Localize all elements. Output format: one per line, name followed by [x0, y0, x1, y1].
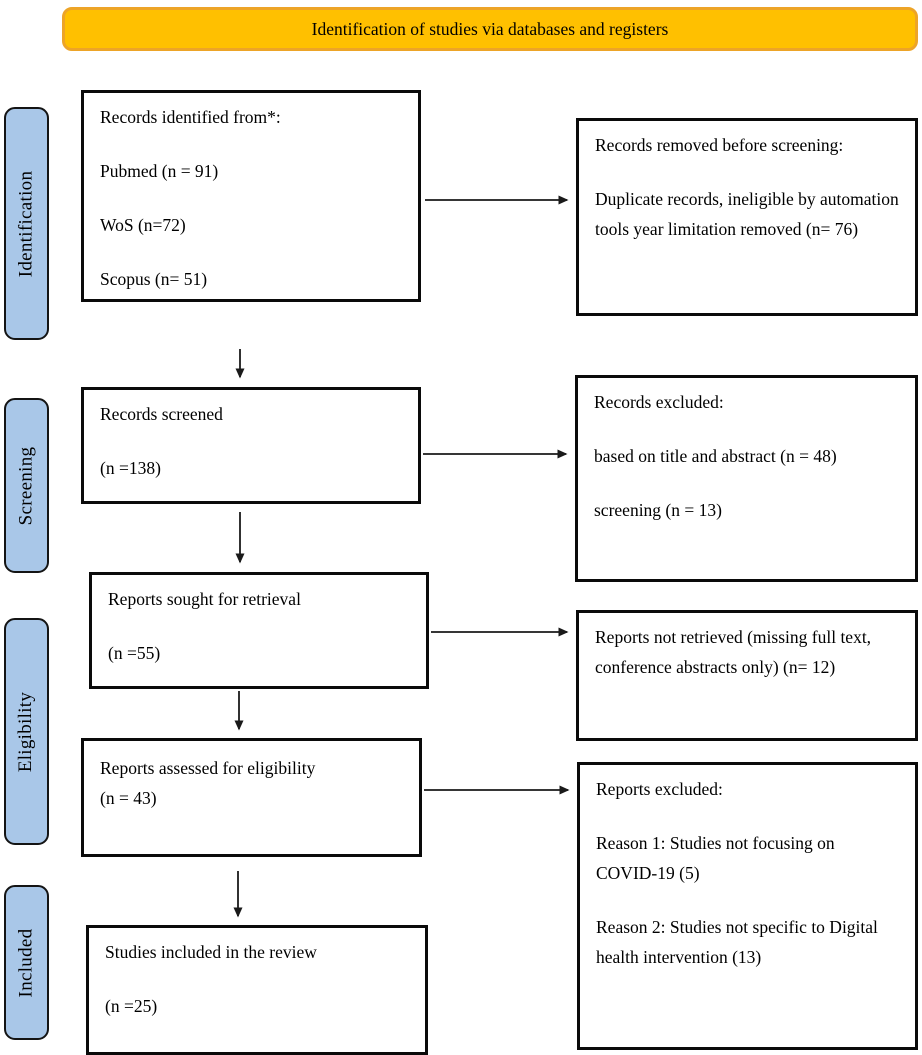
studies-included-count: (n =25) [105, 996, 158, 1016]
records-identified-pubmed: Pubmed (n = 91) [100, 161, 219, 181]
records-excluded-screening: screening (n = 13) [594, 500, 722, 520]
records-identified-scopus: Scopus (n= 51) [100, 269, 208, 289]
reports-not-retrieved-detail: Reports not retrieved (missing full text… [595, 627, 872, 677]
records-identified-heading: Records identified from*: [100, 107, 281, 127]
records-excluded-heading: Records excluded: [594, 392, 724, 412]
box-records-excluded: Records excluded: based on title and abs… [575, 375, 918, 582]
stage-label-included-text: Included [15, 928, 37, 997]
records-identified-wos: WoS (n=72) [100, 215, 186, 235]
stage-label-eligibility: Eligibility [4, 618, 49, 845]
reports-sought-heading: Reports sought for retrieval [108, 589, 301, 609]
reports-excluded-heading: Reports excluded: [596, 779, 723, 799]
reports-excluded-reason-1: Reason 1: Studies not focusing on COVID-… [596, 833, 835, 883]
reports-assessed-count: (n = 43) [100, 788, 157, 808]
stage-label-screening: Screening [4, 398, 49, 573]
reports-assessed-heading: Reports assessed for eligibility [100, 758, 316, 778]
records-removed-detail: Duplicate records, ineligible by automat… [595, 189, 899, 239]
box-records-identified: Records identified from*: Pubmed (n = 91… [81, 90, 421, 302]
records-removed-heading: Records removed before screening: [595, 135, 844, 155]
box-records-screened: Records screened (n =138) [81, 387, 421, 504]
banner-title: Identification of studies via databases … [62, 7, 918, 51]
box-studies-included: Studies included in the review (n =25) [86, 925, 428, 1055]
box-reports-sought: Reports sought for retrieval (n =55) [89, 572, 429, 689]
box-reports-not-retrieved: Reports not retrieved (missing full text… [576, 610, 918, 741]
reports-excluded-reason-2: Reason 2: Studies not specific to Digita… [596, 917, 878, 967]
reports-sought-count: (n =55) [108, 643, 161, 663]
records-screened-count: (n =138) [100, 458, 161, 478]
records-screened-heading: Records screened [100, 404, 223, 424]
studies-included-heading: Studies included in the review [105, 942, 317, 962]
records-excluded-title-abstract: based on title and abstract (n = 48) [594, 446, 837, 466]
box-reports-assessed: Reports assessed for eligibility (n = 43… [81, 738, 422, 857]
stage-label-identification: Identification [4, 107, 49, 340]
stage-label-screening-text: Screening [15, 446, 37, 525]
box-records-removed: Records removed before screening: Duplic… [576, 118, 918, 316]
stage-label-eligibility-text: Eligibility [15, 691, 37, 772]
box-reports-excluded: Reports excluded: Reason 1: Studies not … [577, 762, 918, 1050]
stage-label-identification-text: Identification [15, 170, 37, 277]
banner-title-label: Identification of studies via databases … [311, 18, 669, 39]
stage-label-included: Included [4, 885, 49, 1040]
